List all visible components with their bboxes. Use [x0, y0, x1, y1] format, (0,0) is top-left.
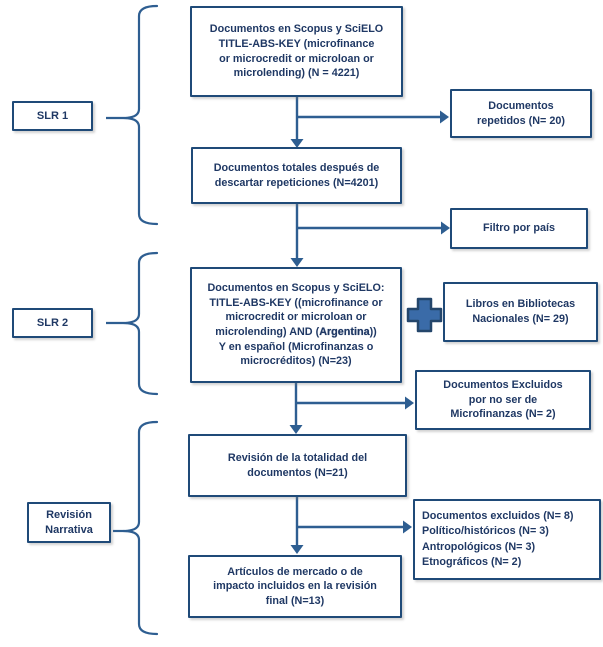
stage-label-revision-narrativa: Revisión Narrativa — [27, 502, 111, 543]
text-line: microlending) AND (Argentina)) — [215, 326, 377, 338]
text-line: Etnográficos (N= 2) — [422, 555, 522, 568]
text-line: Filtro por país — [483, 222, 555, 235]
text-line: Político/históricos (N= 3) — [422, 525, 549, 538]
arrow-down-icon — [289, 425, 303, 434]
text-line: impacto incluidos en la revisión — [213, 580, 377, 593]
text-line: descartar repeticiones (N=4201) — [214, 176, 379, 189]
box-repeated-documents: Documentos repetidos (N= 20) — [450, 89, 592, 138]
text-line: microcredit or microloan or — [225, 311, 367, 324]
text-line: Documentos en Scopus y SciELO: — [207, 282, 385, 295]
box-full-document-review: Revisión de la totalidad del documentos … — [188, 434, 407, 497]
box-excluded-not-microfinance: Documentos Excluidos por no ser de Micro… — [415, 370, 591, 430]
text-line: Documentos Excluidos — [443, 379, 563, 392]
text-line: Documentos totales después de — [213, 161, 380, 174]
stage-label-text: Narrativa — [45, 523, 93, 536]
text-line: microcréditos) (N=23) — [240, 355, 352, 368]
stage-label-slr1: SLR 1 — [12, 101, 93, 131]
brace-slr1 — [122, 4, 159, 226]
box-scopus-filtered-search: Documentos en Scopus y SciELO: TITLE-ABS… — [190, 267, 402, 383]
arrow-right-icon — [405, 396, 414, 410]
box-national-library-books: Libros en Bibliotecas Nacionales (N= 29) — [443, 282, 598, 342]
brace-narrativa — [122, 420, 159, 636]
arrow-right-icon — [440, 110, 449, 124]
box-final-included-articles: Artículos de mercado o de impacto inclui… — [188, 555, 402, 618]
plus-icon — [406, 297, 443, 333]
box-scopus-initial-search: Documentos en Scopus y SciELO TITLE-ABS-… — [190, 6, 403, 97]
text-line: Artículos de mercado o de — [227, 565, 363, 578]
arrow-right-icon — [441, 221, 450, 235]
arrow-right-icon — [403, 520, 412, 534]
text-line: or microcredit or microloan or — [219, 52, 374, 65]
text-line: Nacionales (N= 29) — [472, 313, 569, 325]
arrow-down-icon — [290, 545, 304, 554]
text-line: TITLE-ABS-KEY (microfinance — [218, 37, 375, 50]
text-line: Documentos — [488, 99, 554, 112]
text-line: Y en español (Microfinanzas o — [218, 340, 374, 353]
text-line: Antropológicos (N= 3) — [422, 540, 536, 553]
box-country-filter: Filtro por país — [450, 208, 588, 249]
text-line: Revisión de la totalidad del — [227, 451, 368, 464]
text-line: Libros en Bibliotecas — [465, 298, 576, 311]
text-line: documentos (N=21) — [247, 466, 348, 479]
stage-label-text: SLR 1 — [36, 109, 69, 122]
box-after-deduplication: Documentos totales después de descartar … — [191, 147, 402, 204]
text-line: TITLE-ABS-KEY ((microfinance or — [209, 296, 383, 309]
stage-label-slr2: SLR 2 — [12, 308, 93, 338]
text-line: por no ser de — [468, 393, 538, 406]
text-line: Documentos en Scopus y SciELO — [209, 23, 384, 36]
stage-label-text: Revisión — [46, 508, 92, 521]
text-line: Documentos excluidos (N= 8) — [422, 510, 574, 523]
stage-label-text: SLR 2 — [36, 316, 69, 329]
text-line: repetidos (N= 20) — [477, 114, 565, 127]
arrow-down-icon — [290, 258, 304, 267]
text-line: Microfinanzas (N= 2) — [450, 408, 556, 421]
brace-slr2 — [122, 251, 159, 396]
text-line: microlending) (N = 4221) — [233, 67, 360, 80]
box-excluded-narrative-review: Documentos excluidos (N= 8) Político/his… — [413, 499, 601, 580]
text-line: final (N=13) — [265, 594, 325, 607]
